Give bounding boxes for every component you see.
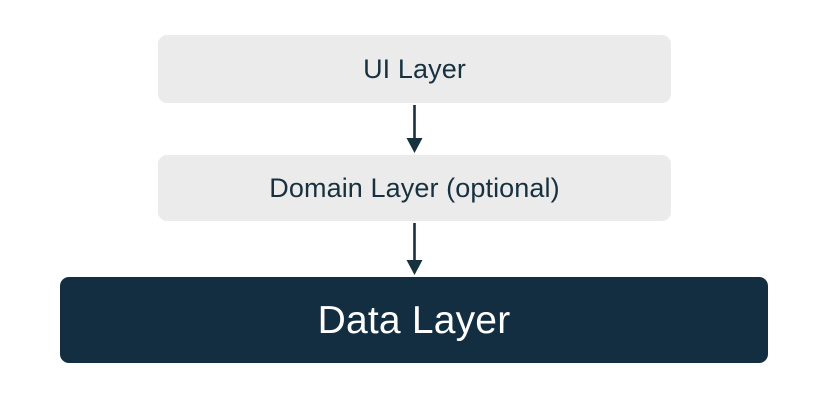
ui-layer-label: UI Layer bbox=[363, 53, 466, 84]
arrow-domain-to-data-head bbox=[406, 260, 423, 275]
data-layer-box[interactable]: Data Layer bbox=[60, 277, 768, 363]
domain-layer-label: Domain Layer (optional) bbox=[269, 172, 560, 203]
domain-layer-box[interactable]: Domain Layer (optional) bbox=[158, 155, 671, 221]
ui-layer-box[interactable]: UI Layer bbox=[158, 35, 671, 103]
arrow-ui-to-domain-head bbox=[406, 138, 423, 153]
data-layer-label: Data Layer bbox=[317, 298, 511, 342]
